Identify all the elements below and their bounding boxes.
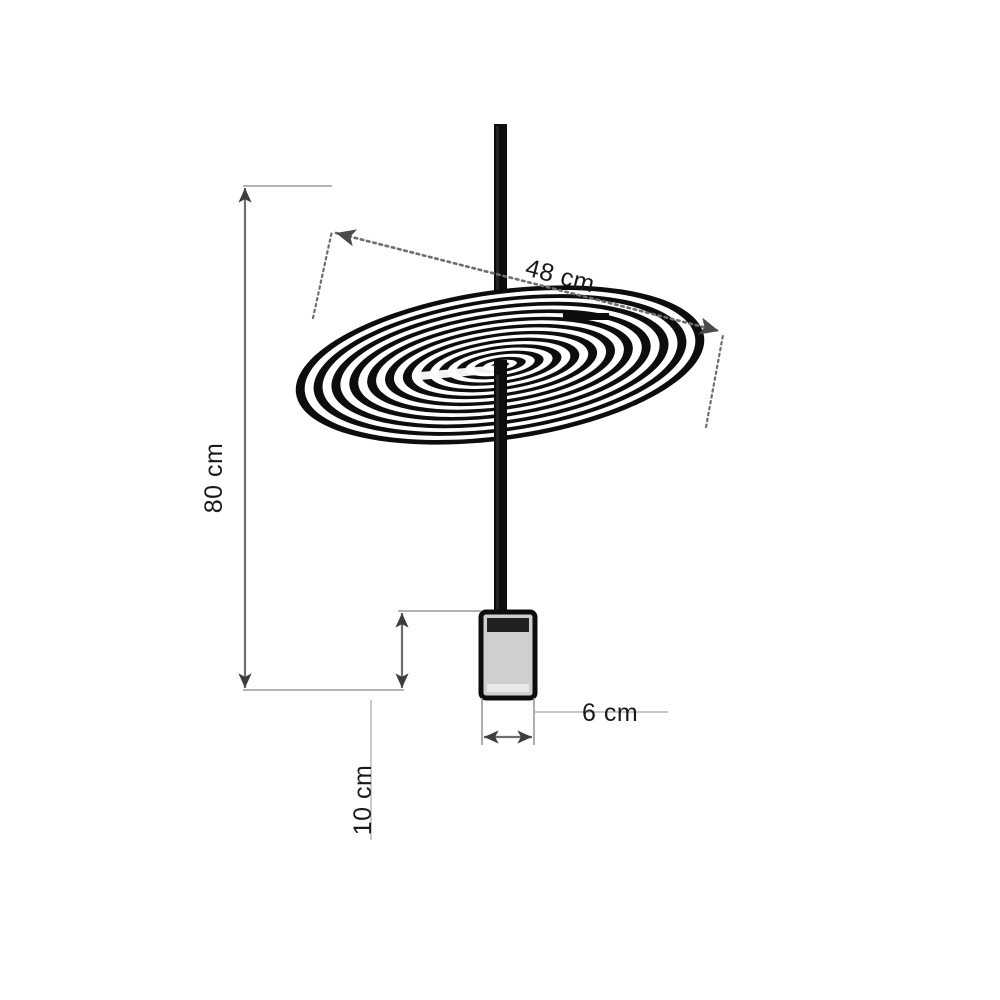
spiral-disc [295, 285, 705, 445]
dimension-base-width: 6 cm [481, 698, 668, 745]
extension-line-right [704, 333, 725, 429]
dimension-base-height: 10 cm [349, 610, 481, 840]
disc-tab [563, 313, 609, 320]
dimension-total-height: 80 cm [200, 185, 404, 691]
dimension-label-10cm: 10 cm [349, 765, 377, 836]
dimension-line-48cm [334, 229, 721, 335]
motor-housing [478, 609, 538, 701]
dimension-label-6cm: 6 cm [582, 699, 638, 727]
extension-line-left [311, 229, 334, 320]
dimension-label-80cm: 80 cm [200, 443, 228, 514]
vertical-shaft-lower [494, 360, 507, 618]
